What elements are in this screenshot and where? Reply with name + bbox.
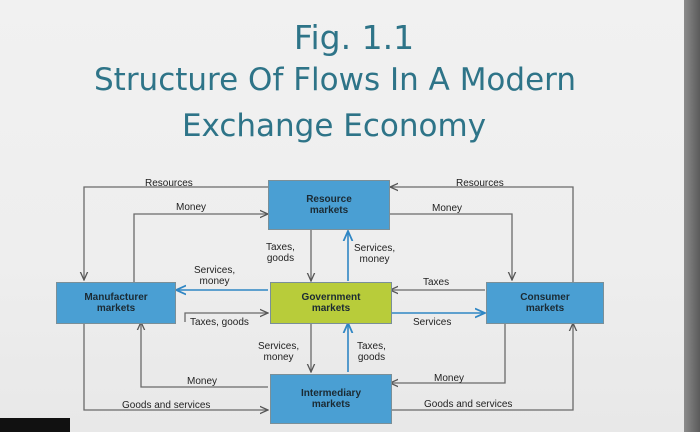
label-services-money-left: Services,money <box>194 265 236 287</box>
monitor-bezel <box>684 0 700 432</box>
slide: Fig. 1.1 Structure Of Flows In A Modern … <box>0 0 684 432</box>
money-top-right-path <box>390 213 512 280</box>
resources-right-path <box>390 187 574 282</box>
label-services-money-top: Services,money <box>354 243 396 265</box>
label-taxes-right: Taxes <box>423 277 450 288</box>
corner-shadow <box>0 418 70 432</box>
label-services-right: Services <box>413 317 452 328</box>
figure-number: Fig. 1.1 <box>293 18 415 57</box>
label-goods-services-left: Goods and services <box>122 400 211 411</box>
label-resources-left: Resources <box>145 178 193 189</box>
label-money-bottom-right: Money <box>434 373 465 384</box>
title-line-2: Exchange Economy <box>181 108 487 144</box>
resources-left-path <box>84 186 268 280</box>
title-line-1: Structure Of Flows In A Modern <box>93 62 576 98</box>
label-taxes-goods-bottom: Taxes,goods <box>357 341 386 363</box>
label-goods-services-right: Goods and services <box>424 399 513 410</box>
label-money-bottom-left: Money <box>187 376 218 387</box>
label-money-top-left: Money <box>176 202 207 213</box>
goods-services-left-path <box>83 322 268 410</box>
label-taxes-goods-top: Taxes,goods <box>266 242 295 264</box>
flow-lines <box>0 0 684 432</box>
money-bottom-left-path <box>141 322 268 388</box>
money-bottom-right-path <box>390 322 506 383</box>
taxes-goods-left-path <box>184 313 268 322</box>
label-taxes-goods-left: Taxes, goods <box>190 317 249 328</box>
money-top-left-path <box>133 214 268 282</box>
label-money-top-right: Money <box>432 203 463 214</box>
label-resources-right: Resources <box>456 178 504 189</box>
goods-services-right-path <box>390 323 573 411</box>
label-services-money-bottom: Services,money <box>258 341 300 363</box>
